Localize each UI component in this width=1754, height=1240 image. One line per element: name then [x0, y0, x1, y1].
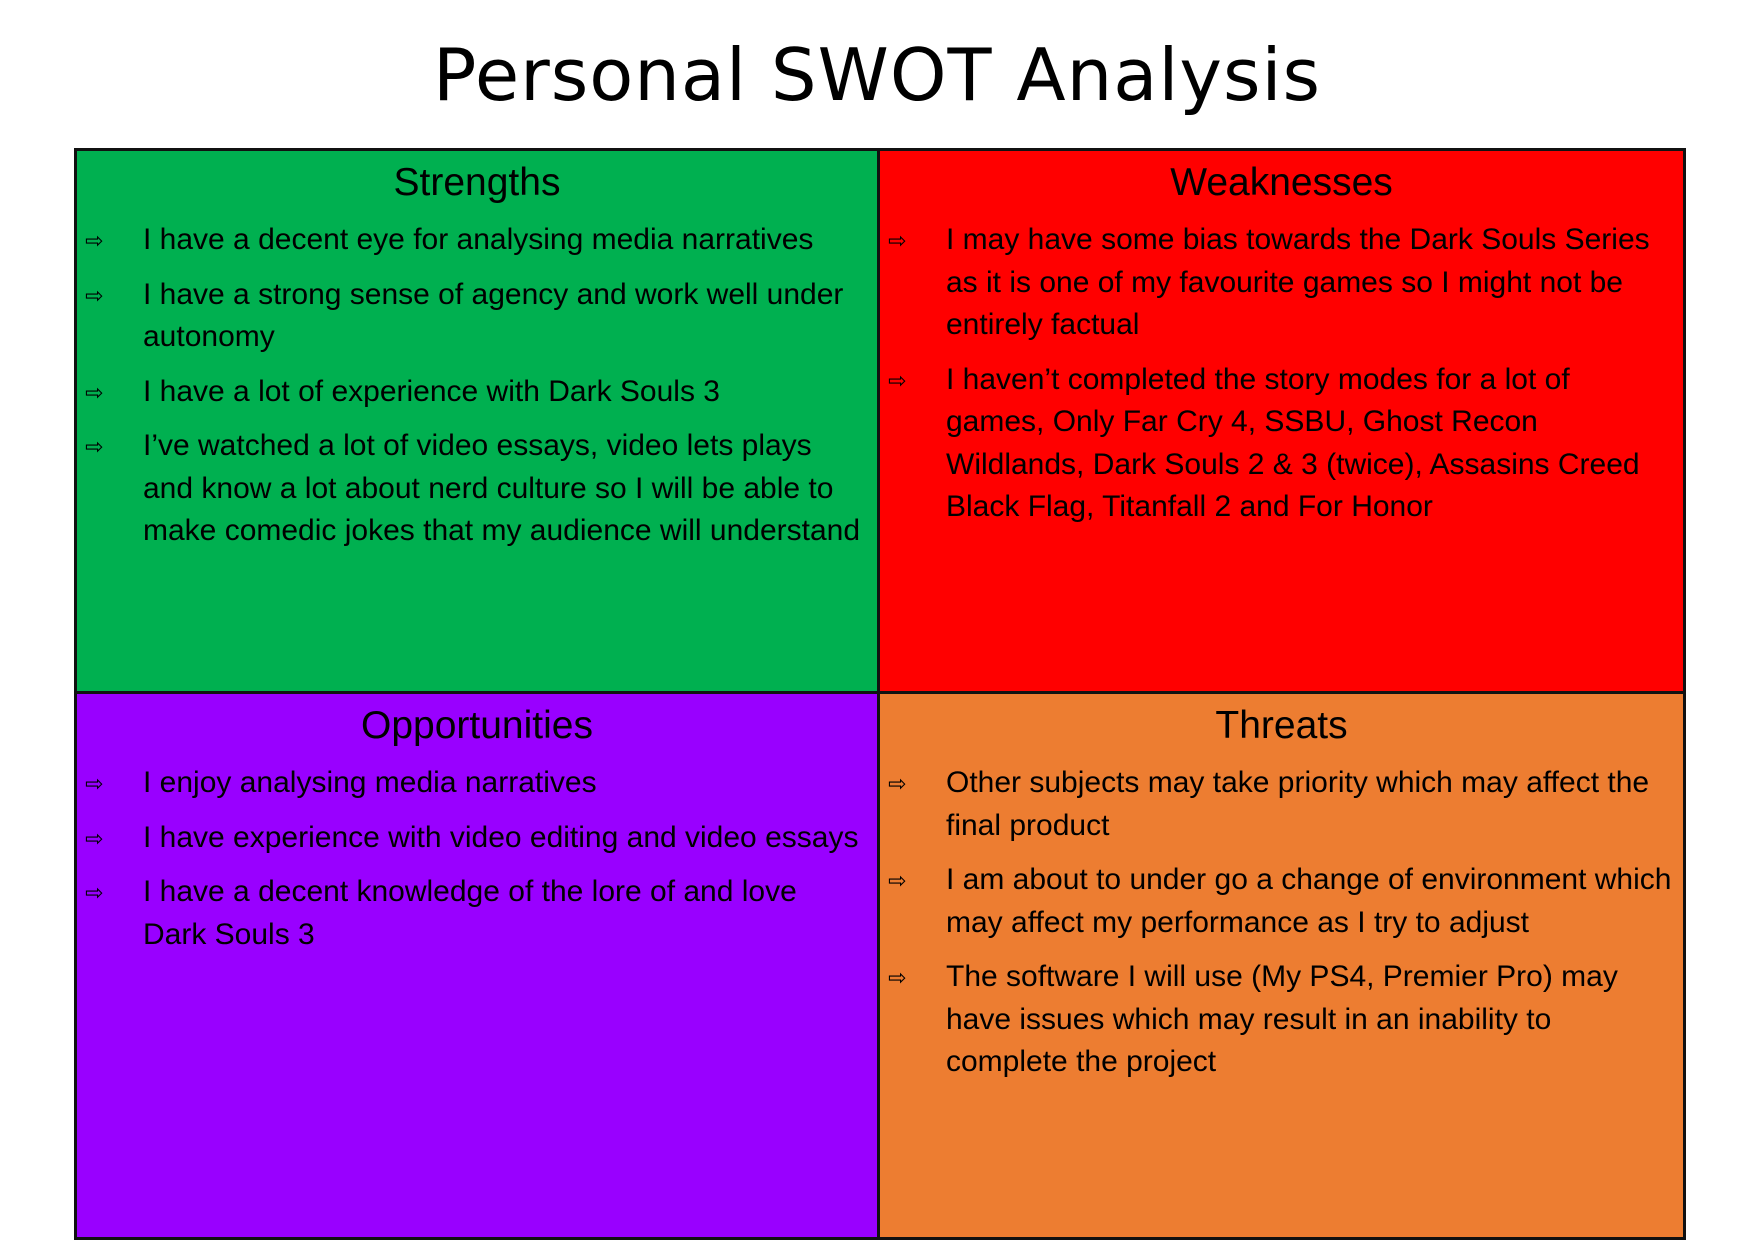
strengths-item-text: I have a lot of experience with Dark Sou… [143, 374, 720, 408]
threats-item-text: I am about to under go a change of envir… [946, 863, 1672, 939]
strengths-item: ⇨ I have a decent eye for analysing media… [77, 219, 877, 262]
opportunities-item-text: I have a decent knowledge of the lore of… [143, 875, 797, 951]
weaknesses-item-text: I haven’t completed the story modes for … [946, 362, 1640, 524]
weaknesses-quadrant: Weaknesses ⇨ I may have some bias towards… [880, 151, 1683, 694]
strengths-item: ⇨ I’ve watched a lot of video essays, vid… [77, 425, 877, 553]
threats-list: ⇨ Other subjects may take priority which … [880, 762, 1683, 1084]
strengths-item: ⇨ I have a strong sense of agency and wor… [77, 274, 877, 359]
double-arrow-right-icon: ⇨ [85, 826, 104, 852]
double-arrow-right-icon: ⇨ [888, 368, 907, 394]
strengths-item-text: I’ve watched a lot of video essays, vide… [143, 429, 861, 547]
threats-item: ⇨ I am about to under go a change of envi… [880, 859, 1683, 944]
swot-grid: Strengths ⇨ I have a decent eye for analy… [74, 148, 1686, 1240]
threats-item-text: The software I will use (My PS4, Premier… [946, 960, 1618, 1078]
weaknesses-list: ⇨ I may have some bias towards the Dark S… [880, 219, 1683, 529]
threats-title: Threats [1215, 704, 1348, 747]
double-arrow-right-icon: ⇨ [888, 772, 907, 797]
weaknesses-item: ⇨ I may have some bias towards the Dark S… [880, 219, 1683, 347]
weaknesses-item-text: I may have some bias towards the Dark So… [946, 223, 1650, 341]
opportunities-item-text: I enjoy analysing media narratives [143, 766, 597, 799]
opportunities-quadrant: Opportunities ⇨ I enjoy analysing media n… [77, 694, 880, 1237]
strengths-item-text: I have a strong sense of agency and work… [143, 277, 844, 354]
opportunities-list: ⇨ I enjoy analysing media narratives ⇨ I ha… [77, 762, 877, 956]
strengths-title: Strengths [393, 161, 561, 204]
double-arrow-right-icon: ⇨ [85, 881, 104, 906]
threats-quadrant: Threats ⇨ Other subjects may take priorit… [880, 694, 1683, 1237]
threats-item: ⇨ The software I will use (My PS4, Premie… [880, 956, 1683, 1084]
strengths-quadrant: Strengths ⇨ I have a decent eye for analy… [77, 151, 880, 694]
strengths-item: ⇨ I have a lot of experience with Dark So… [77, 371, 877, 414]
weaknesses-item: ⇨ I haven’t completed the story modes for… [880, 359, 1683, 529]
double-arrow-right-icon: ⇨ [85, 772, 104, 797]
page-title: Personal SWOT Analysis [432, 33, 1322, 117]
double-arrow-right-icon: ⇨ [888, 966, 907, 991]
double-arrow-right-icon: ⇨ [85, 283, 104, 309]
opportunities-item: ⇨ I enjoy analysing media narratives [77, 762, 877, 805]
opportunities-item: ⇨ I have a decent knowledge of the lore o… [77, 871, 877, 956]
threats-item: ⇨ Other subjects may take priority which … [880, 762, 1683, 847]
double-arrow-right-icon: ⇨ [85, 435, 104, 460]
double-arrow-right-icon: ⇨ [85, 229, 104, 254]
threats-item-text: Other subjects may take priority which m… [946, 766, 1650, 842]
opportunities-item: ⇨ I have experience with video editing an… [77, 817, 877, 860]
strengths-list: ⇨ I have a decent eye for analysing media… [77, 219, 877, 553]
double-arrow-right-icon: ⇨ [888, 869, 907, 894]
opportunities-item-text: I have experience with video editing and… [143, 820, 859, 854]
weaknesses-title: Weaknesses [1170, 161, 1393, 204]
double-arrow-right-icon: ⇨ [888, 229, 907, 254]
strengths-item-text: I have a decent eye for analysing media … [143, 223, 814, 256]
double-arrow-right-icon: ⇨ [85, 380, 104, 406]
opportunities-title: Opportunities [361, 704, 593, 747]
